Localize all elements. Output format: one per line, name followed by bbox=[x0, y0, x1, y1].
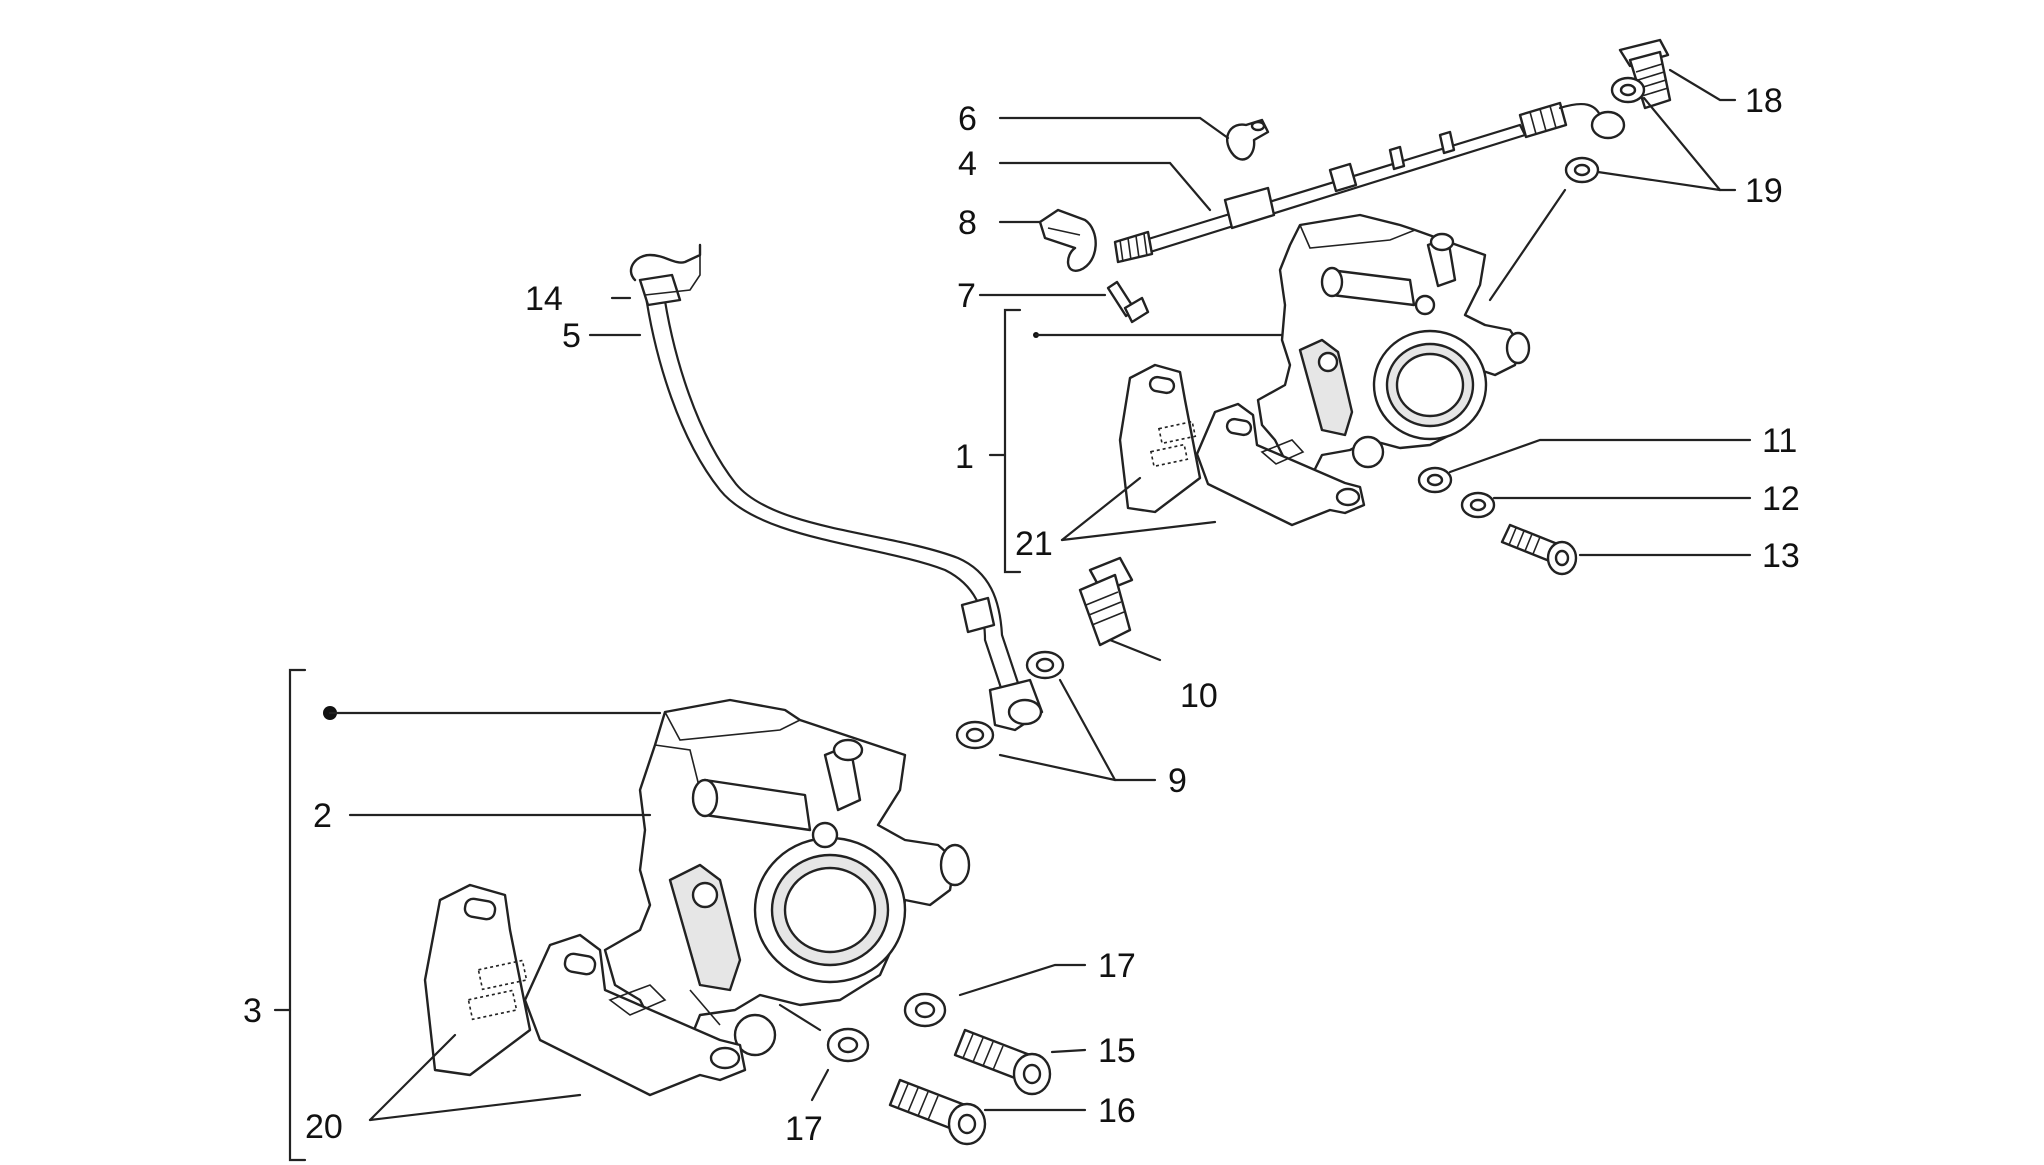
callout-labels: 1 2 3 4 5 6 7 8 9 10 11 12 13 14 15 16 1… bbox=[243, 82, 1800, 1148]
callout-14: 14 bbox=[525, 280, 563, 318]
callout-10: 10 bbox=[1180, 677, 1218, 715]
hose-clamp bbox=[1225, 118, 1270, 161]
callout-18: 18 bbox=[1745, 82, 1783, 120]
callout-11: 11 bbox=[1762, 422, 1797, 460]
callout-20: 20 bbox=[305, 1108, 343, 1146]
upper-banjo-bolt bbox=[1564, 38, 1672, 184]
callout-2: 2 bbox=[313, 797, 332, 835]
upper-brake-pads bbox=[1118, 363, 1366, 527]
upper-mounting-hardware bbox=[1417, 466, 1578, 576]
guide-screw bbox=[1106, 280, 1150, 324]
callout-13: 13 bbox=[1762, 537, 1800, 575]
callout-4: 4 bbox=[958, 145, 977, 183]
callout-16: 16 bbox=[1098, 1092, 1136, 1130]
lower-mounting-hardware bbox=[826, 992, 1052, 1146]
brake-hose-lower bbox=[638, 273, 1044, 732]
callout-3: 3 bbox=[243, 992, 262, 1030]
callout-1: 1 bbox=[955, 438, 974, 476]
callout-6: 6 bbox=[958, 100, 977, 138]
upper-caliper bbox=[1256, 213, 1531, 477]
callout-7: 7 bbox=[957, 277, 976, 315]
callout-8: 8 bbox=[958, 204, 977, 242]
callout-15: 15 bbox=[1098, 1032, 1136, 1070]
callout-5: 5 bbox=[562, 317, 581, 355]
callout-17-upper: 17 bbox=[1098, 947, 1136, 985]
brake-hose-upper bbox=[1113, 101, 1626, 264]
lower-banjo-bolt bbox=[955, 556, 1134, 750]
hose-clip bbox=[629, 243, 702, 296]
callout-19: 19 bbox=[1745, 172, 1783, 210]
callout-21: 21 bbox=[1015, 525, 1053, 563]
callout-17-lower: 17 bbox=[785, 1110, 823, 1148]
leader-lines bbox=[273, 68, 1752, 1162]
hose-guide-clip bbox=[1038, 208, 1097, 272]
callout-9: 9 bbox=[1168, 762, 1187, 800]
callout-12: 12 bbox=[1762, 480, 1800, 518]
lower-caliper bbox=[603, 698, 971, 1057]
lower-brake-pads bbox=[423, 883, 747, 1097]
